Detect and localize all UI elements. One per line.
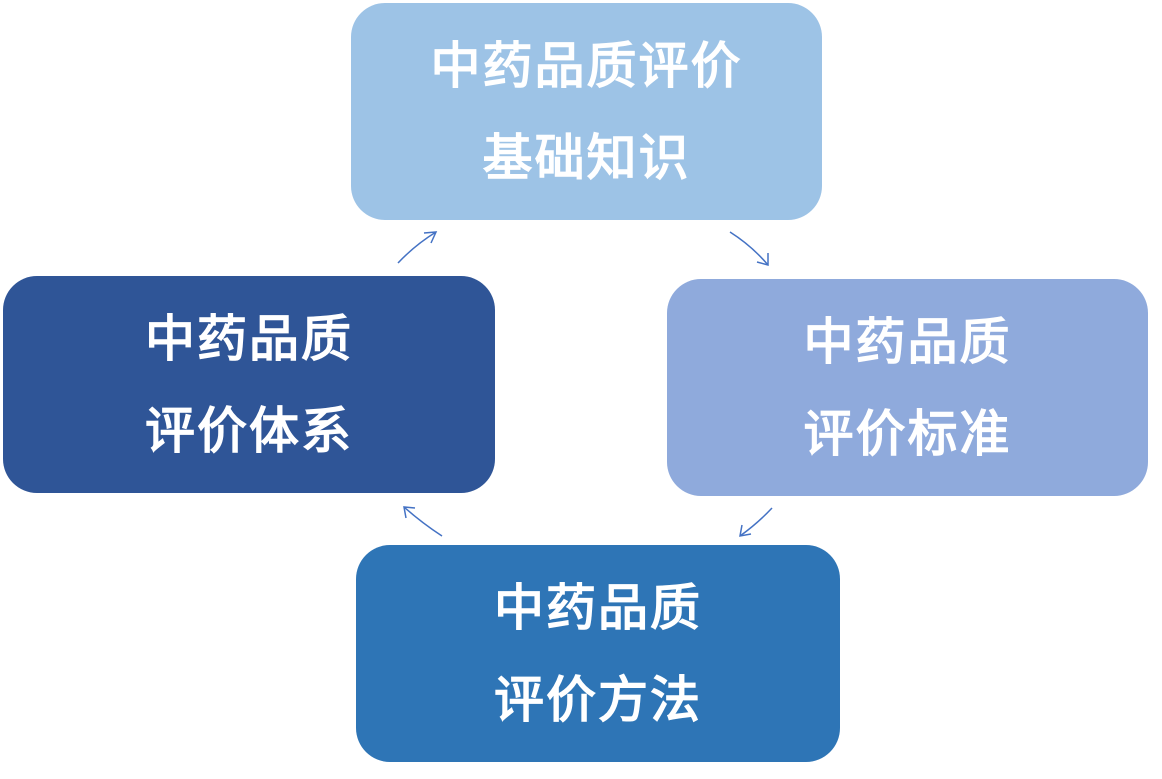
node-line: 评价方法	[494, 670, 702, 729]
arrow-bottom-to-left	[403, 506, 443, 537]
node-line: 中药品质	[145, 309, 353, 368]
node-evaluation-methods: 中药品质 评价方法	[356, 545, 840, 762]
node-line: 中药品质	[803, 312, 1012, 371]
node-evaluation-system: 中药品质 评价体系	[3, 276, 495, 493]
arrow-left-to-top	[397, 231, 438, 264]
node-evaluation-standards: 中药品质 评价标准	[667, 279, 1148, 496]
node-quality-evaluation-basics: 中药品质评价 基础知识	[351, 3, 822, 220]
node-line: 中药品质评价	[430, 36, 743, 95]
arrow-top-to-right	[729, 231, 769, 266]
node-line: 中药品质	[494, 578, 702, 637]
node-line: 基础知识	[482, 128, 691, 187]
node-line: 评价体系	[145, 401, 353, 460]
arrow-right-to-bottom	[739, 507, 773, 537]
node-line: 评价标准	[803, 404, 1012, 463]
